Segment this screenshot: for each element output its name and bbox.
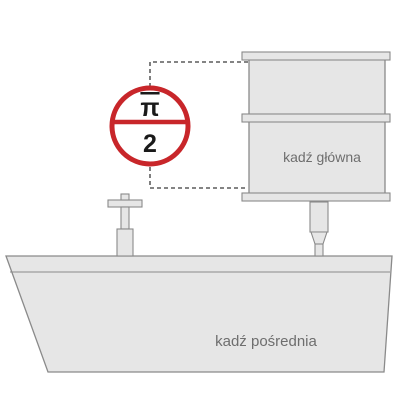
ladle-shroud: [309, 201, 329, 257]
pi-2-badge: π 2: [109, 85, 191, 167]
stopper-rod: [107, 193, 143, 257]
intermediate-tank-label: kadź pośrednia: [215, 333, 317, 350]
badge-number: 2: [143, 130, 157, 158]
main-ladle: [241, 51, 391, 202]
intermediate-tank: [5, 255, 393, 373]
main-ladle-label: kadź główna: [283, 149, 361, 165]
badge-symbol: π: [140, 94, 159, 122]
